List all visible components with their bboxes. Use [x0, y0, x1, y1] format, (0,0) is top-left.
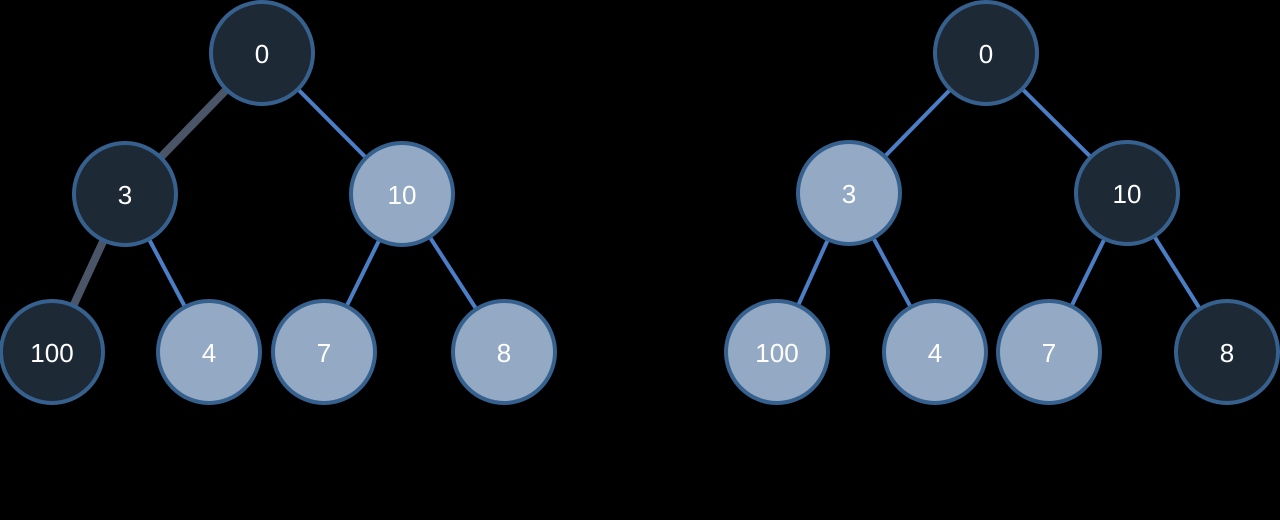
- tree-node[interactable]: 8: [1174, 299, 1280, 405]
- tree-edge: [794, 233, 832, 312]
- tree-node-circle[interactable]: [0, 299, 105, 405]
- tree-node-circle[interactable]: [451, 299, 557, 405]
- tree-node[interactable]: 4: [882, 299, 988, 405]
- tree-edge: [1150, 230, 1204, 315]
- tree-node[interactable]: 7: [271, 299, 377, 405]
- tree-node-circle[interactable]: [1174, 299, 1280, 405]
- tree-node[interactable]: 3: [796, 140, 902, 246]
- tree-node-label: 100: [755, 338, 798, 368]
- tree-node[interactable]: 0: [209, 0, 315, 106]
- tree-edge: [1067, 233, 1109, 312]
- tree-node-label: 3: [118, 180, 132, 210]
- tree-node[interactable]: 7: [996, 299, 1102, 405]
- tree-node-circle[interactable]: [209, 0, 315, 106]
- right-tree-nodes: 0 3 10 100 4 7 8: [724, 0, 1280, 405]
- tree-node-circle[interactable]: [271, 299, 377, 405]
- tree-node-label: 7: [1042, 338, 1056, 368]
- tree-node-circle[interactable]: [933, 0, 1039, 106]
- edges-layer: [67, 82, 1204, 315]
- tree-edge: [869, 232, 915, 313]
- tree-node[interactable]: 3: [72, 141, 178, 247]
- tree-edge: [342, 234, 384, 312]
- right-tree-edges: [794, 84, 1204, 315]
- tree-node[interactable]: 10: [349, 141, 455, 247]
- tree-node-label: 4: [928, 338, 942, 368]
- tree-edge: [879, 84, 956, 162]
- left-tree-edges: [67, 82, 481, 315]
- tree-node-circle[interactable]: [1074, 140, 1180, 246]
- tree-node-circle[interactable]: [796, 140, 902, 246]
- tree-node-circle[interactable]: [156, 299, 262, 405]
- tree-node[interactable]: 100: [724, 299, 830, 405]
- tree-node-label: 0: [979, 39, 993, 69]
- tree-node-circle[interactable]: [72, 141, 178, 247]
- tree-node[interactable]: 10: [1074, 140, 1180, 246]
- tree-edge: [153, 82, 234, 165]
- tree-node[interactable]: 100: [0, 299, 105, 405]
- tree-node-label: 3: [842, 179, 856, 209]
- tree-node-label: 10: [388, 180, 417, 210]
- tree-edge: [67, 232, 110, 314]
- tree-node-label: 7: [317, 338, 331, 368]
- tree-node-circle[interactable]: [349, 141, 455, 247]
- tree-node-circle[interactable]: [882, 299, 988, 405]
- tree-edge: [1017, 84, 1096, 162]
- tree-node[interactable]: 0: [933, 0, 1039, 106]
- tree-node-label: 4: [202, 338, 216, 368]
- tree-edge: [293, 84, 371, 163]
- tree-node[interactable]: 8: [451, 299, 557, 405]
- tree-node-circle[interactable]: [724, 299, 830, 405]
- tree-node[interactable]: 4: [156, 299, 262, 405]
- tree-edge: [425, 231, 481, 315]
- left-tree-nodes: 0 3 10 100 4 7 8: [0, 0, 557, 405]
- tree-node-label: 10: [1113, 179, 1142, 209]
- tree-node-label: 8: [1220, 338, 1234, 368]
- tree-node-label: 100: [30, 338, 73, 368]
- tree-node-circle[interactable]: [996, 299, 1102, 405]
- tree-edge: [145, 233, 189, 313]
- nodes-layer: 0 3 10 100 4 7 8 0 3 10 100 4 7 8: [0, 0, 1280, 405]
- tree-node-label: 0: [255, 39, 269, 69]
- tree-node-label: 8: [497, 338, 511, 368]
